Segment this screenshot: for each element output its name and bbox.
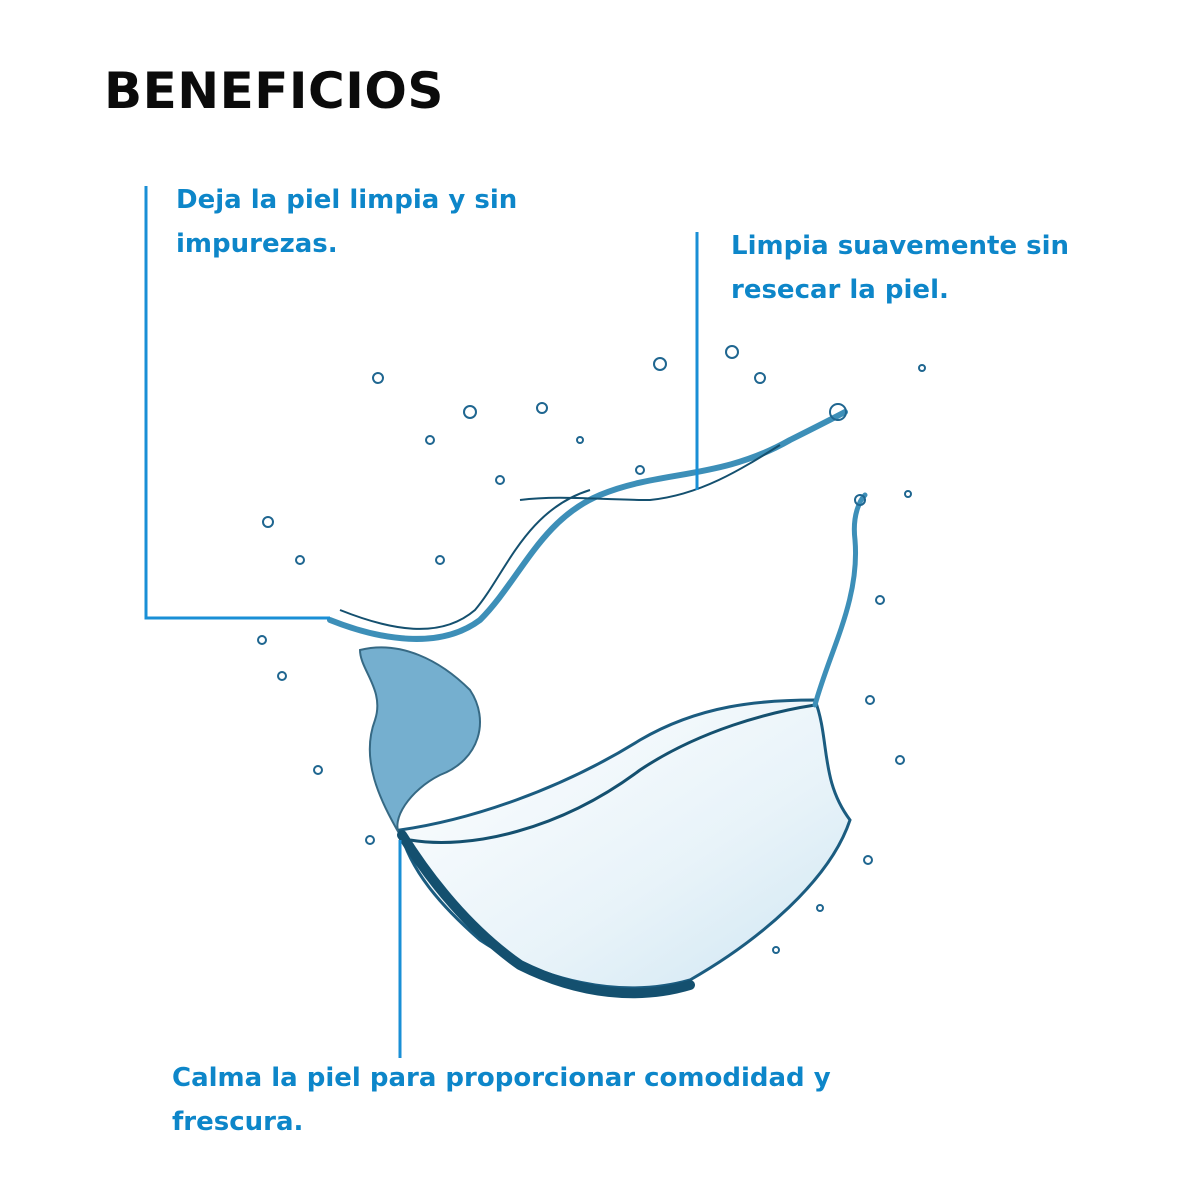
benefit-text-gentle: Limpia suavemente sin resecar la piel.	[731, 231, 1070, 305]
page-title: BENEFICIOS	[104, 62, 444, 120]
benefit-text-soothe: Calma la piel para proporcionar comodida…	[172, 1063, 831, 1137]
benefit-text-clean: Deja la piel limpia y sin impurezas.	[176, 185, 518, 259]
leader-line-benefit-1	[144, 186, 330, 620]
